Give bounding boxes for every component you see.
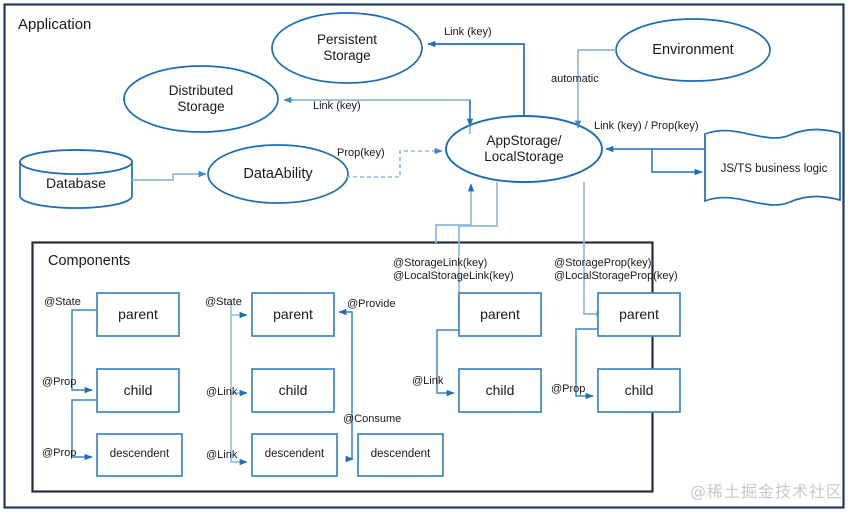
- box-label-parent-c4: parent: [480, 305, 520, 322]
- box-descendent-c3: [357, 433, 444, 477]
- distributed-storage-label: Distributed Storage: [168, 83, 234, 114]
- edge-label-prop-c1-child: @Prop: [42, 376, 77, 388]
- distributed-storage-shape: [123, 65, 279, 133]
- edge-dataability-appstorage: [346, 147, 443, 178]
- edge-label-provide: @Provide: [347, 298, 396, 310]
- box-label-descendent-c2: descendent: [264, 448, 325, 461]
- edge-environment-appstorage: [574, 49, 616, 129]
- box-child-c2: [251, 368, 335, 413]
- box-descendent-c2: [251, 433, 338, 477]
- box-label-descendent-c1: descendent: [109, 448, 170, 461]
- edge-c1-child-descendent: [71, 399, 97, 461]
- edge-label-automatic: automatic: [551, 73, 599, 85]
- box-label-descendent-c3: descendent: [370, 448, 431, 461]
- edge-label-link-key-distributed: Link (key): [313, 100, 361, 112]
- environment-label: Environment: [652, 41, 734, 58]
- box-label-parent-c2: parent: [273, 305, 313, 322]
- edge-label-consume: @Consume: [343, 413, 402, 425]
- box-parent-c5: [597, 292, 681, 337]
- database-label: Database: [46, 174, 106, 191]
- watermark: @稀土掘金技术社区: [690, 482, 844, 501]
- edge-c3-consume: [345, 420, 354, 463]
- box-label-parent-c1: parent: [118, 305, 158, 322]
- box-label-child-c5: child: [624, 381, 654, 398]
- edge-label-link-c4: @Link: [412, 375, 444, 387]
- edge-label-prop-c1-descendent: @Prop: [42, 447, 77, 459]
- persistent-storage-shape: [271, 12, 423, 84]
- data-ability-label: DataAbility: [243, 165, 313, 182]
- components-title: Components: [48, 253, 131, 269]
- persistent-storage-label: Persistent Storage: [316, 32, 378, 63]
- edge-label-link-c2-child: @Link: [206, 386, 238, 398]
- box-parent-c2: [251, 292, 335, 337]
- edge-label-storage-link: @StorageLink(key) @LocalStorageLink(key): [393, 257, 514, 282]
- edge-label-state-c2: @State: [205, 296, 242, 308]
- edge-label-link-key-persistent: Link (key): [444, 26, 492, 38]
- edge-c4-link-child: [436, 329, 459, 397]
- box-label-child-c1: child: [123, 381, 153, 398]
- box-descendent-c1: [96, 433, 183, 477]
- box-child-c1: [96, 368, 180, 413]
- box-parent-c4: [458, 292, 542, 337]
- box-child-c5: [597, 368, 681, 413]
- database-shape: [19, 149, 133, 209]
- business-logic-label: JS/TS business logic: [720, 163, 828, 176]
- edge-label-link-prop-key: Link (key) / Prop(key): [594, 120, 699, 132]
- edge-appstorage-persistent: [427, 40, 525, 116]
- business-logic-shape: [704, 128, 841, 206]
- edge-c3-provide: [338, 308, 353, 420]
- box-label-child-c2: child: [278, 381, 308, 398]
- box-parent-c1: [96, 292, 180, 337]
- edge-appstorage-to-business: [651, 149, 703, 176]
- edge-label-storage-prop: @StorageProp(key) @LocalStorageProp(key): [554, 257, 678, 282]
- box-label-parent-c5: parent: [619, 305, 659, 322]
- edge-label-prop-key: Prop(key): [337, 147, 385, 159]
- edge-database-dataability: [132, 170, 207, 181]
- edge-label-link-c2-descendent: @Link: [206, 449, 238, 461]
- application-title: Application: [18, 16, 92, 33]
- box-label-child-c4: child: [485, 381, 515, 398]
- edge-label-state-c1: @State: [44, 296, 81, 308]
- box-child-c4: [458, 368, 542, 413]
- edge-c5-prop-child: [575, 328, 598, 400]
- edge-label-prop-c5: @Prop: [551, 383, 586, 395]
- edge-components-to-appstorage: [435, 183, 475, 243]
- app-storage-label: AppStorage/ LocalStorage: [484, 133, 564, 164]
- edge-c2-link-descendent: [230, 393, 248, 466]
- data-ability-shape: [207, 144, 349, 204]
- edge-c1-parent-child: [71, 309, 97, 394]
